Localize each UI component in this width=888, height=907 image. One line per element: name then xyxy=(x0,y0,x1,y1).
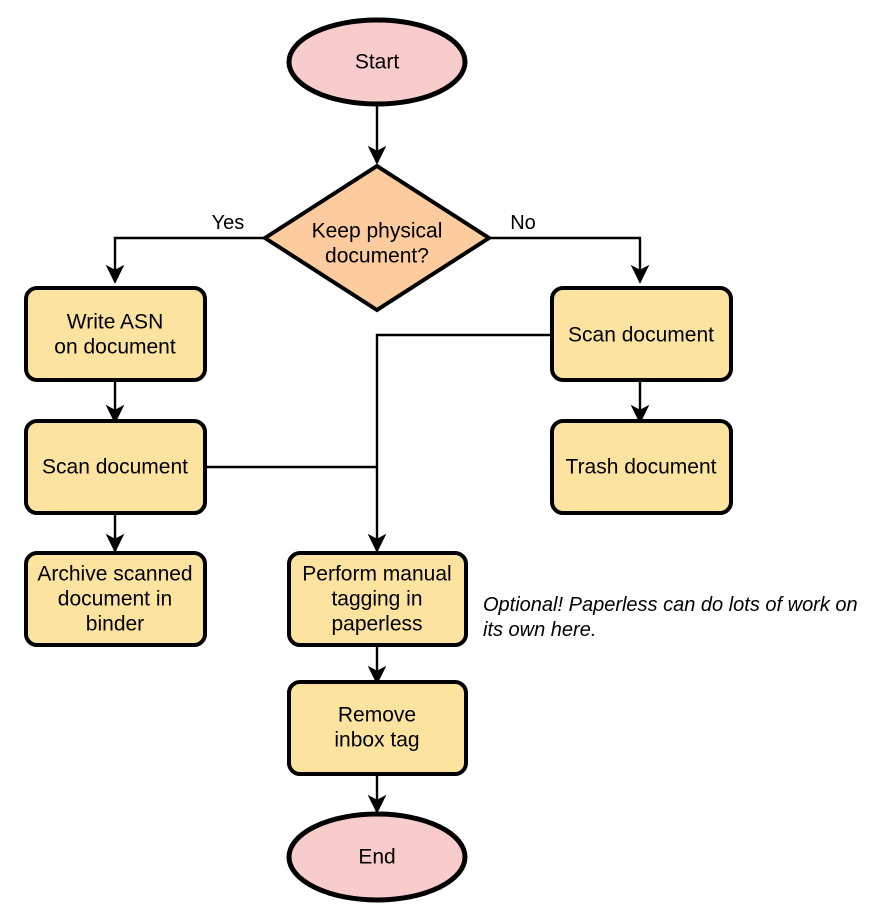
decision-label-line1: Keep physical xyxy=(312,220,443,243)
node-trash-document[interactable]: Trash document xyxy=(550,419,733,515)
write-asn-label-line2: on document xyxy=(54,336,176,359)
trash-box xyxy=(550,419,733,515)
node-scan-document-right[interactable]: Scan document xyxy=(550,286,733,382)
edge-decision-yes-to-write-asn xyxy=(105,236,266,284)
edge-label-no: No xyxy=(510,212,536,234)
remove-inbox-label-line1: Remove xyxy=(338,704,416,727)
archive-label-line3: binder xyxy=(86,613,144,636)
archive-label-line2: document in xyxy=(58,588,172,611)
start-ellipse xyxy=(286,17,468,107)
write-asn-label-line1: Write ASN xyxy=(67,311,163,334)
annotation-optional-note: Optional! Paperless can do lots of work … xyxy=(483,594,858,641)
trash-label: Trash document xyxy=(566,456,717,479)
edge-scan-right-to-tagging xyxy=(367,333,552,553)
node-archive-scanned-document[interactable]: Archive scanned document in binder xyxy=(24,551,207,647)
node-remove-inbox-tag[interactable]: Remove inbox tag xyxy=(287,680,468,776)
end-ellipse xyxy=(286,811,468,903)
archive-label-line1: Archive scanned xyxy=(37,563,192,586)
archive-box xyxy=(24,551,207,647)
scan-right-label: Scan document xyxy=(568,324,714,347)
start-label: Start xyxy=(355,51,400,74)
node-scan-document-left[interactable]: Scan document xyxy=(24,419,207,515)
edge-labels-layer: Yes No xyxy=(212,212,536,234)
node-end[interactable]: End xyxy=(286,811,468,903)
scan-left-label: Scan document xyxy=(42,456,188,479)
decision-label-line2: document? xyxy=(325,245,429,268)
remove-inbox-label-line2: inbox tag xyxy=(334,729,419,752)
edge-decision-no-to-scan-right xyxy=(488,236,650,284)
edges-layer xyxy=(105,105,650,814)
tagging-label-line2: tagging in xyxy=(331,588,422,611)
write-asn-box xyxy=(24,286,207,382)
scan-left-box xyxy=(24,419,207,515)
decision-diamond xyxy=(261,163,493,313)
edge-label-yes: Yes xyxy=(212,212,245,234)
scan-right-box xyxy=(550,286,733,382)
node-start[interactable]: Start xyxy=(286,17,468,107)
node-write-asn-on-document[interactable]: Write ASN on document xyxy=(24,286,207,382)
tagging-label-line3: paperless xyxy=(331,613,422,636)
tagging-label-line1: Perform manual xyxy=(302,563,451,586)
tagging-box xyxy=(287,551,468,647)
optional-note-line2: its own here. xyxy=(483,619,596,641)
optional-note-line1: Optional! Paperless can do lots of work … xyxy=(483,594,858,616)
node-decision-keep-physical-document[interactable]: Keep physical document? xyxy=(261,163,493,313)
node-perform-manual-tagging[interactable]: Perform manual tagging in paperless xyxy=(287,551,468,647)
end-label: End xyxy=(358,846,395,869)
remove-inbox-box xyxy=(287,680,468,776)
